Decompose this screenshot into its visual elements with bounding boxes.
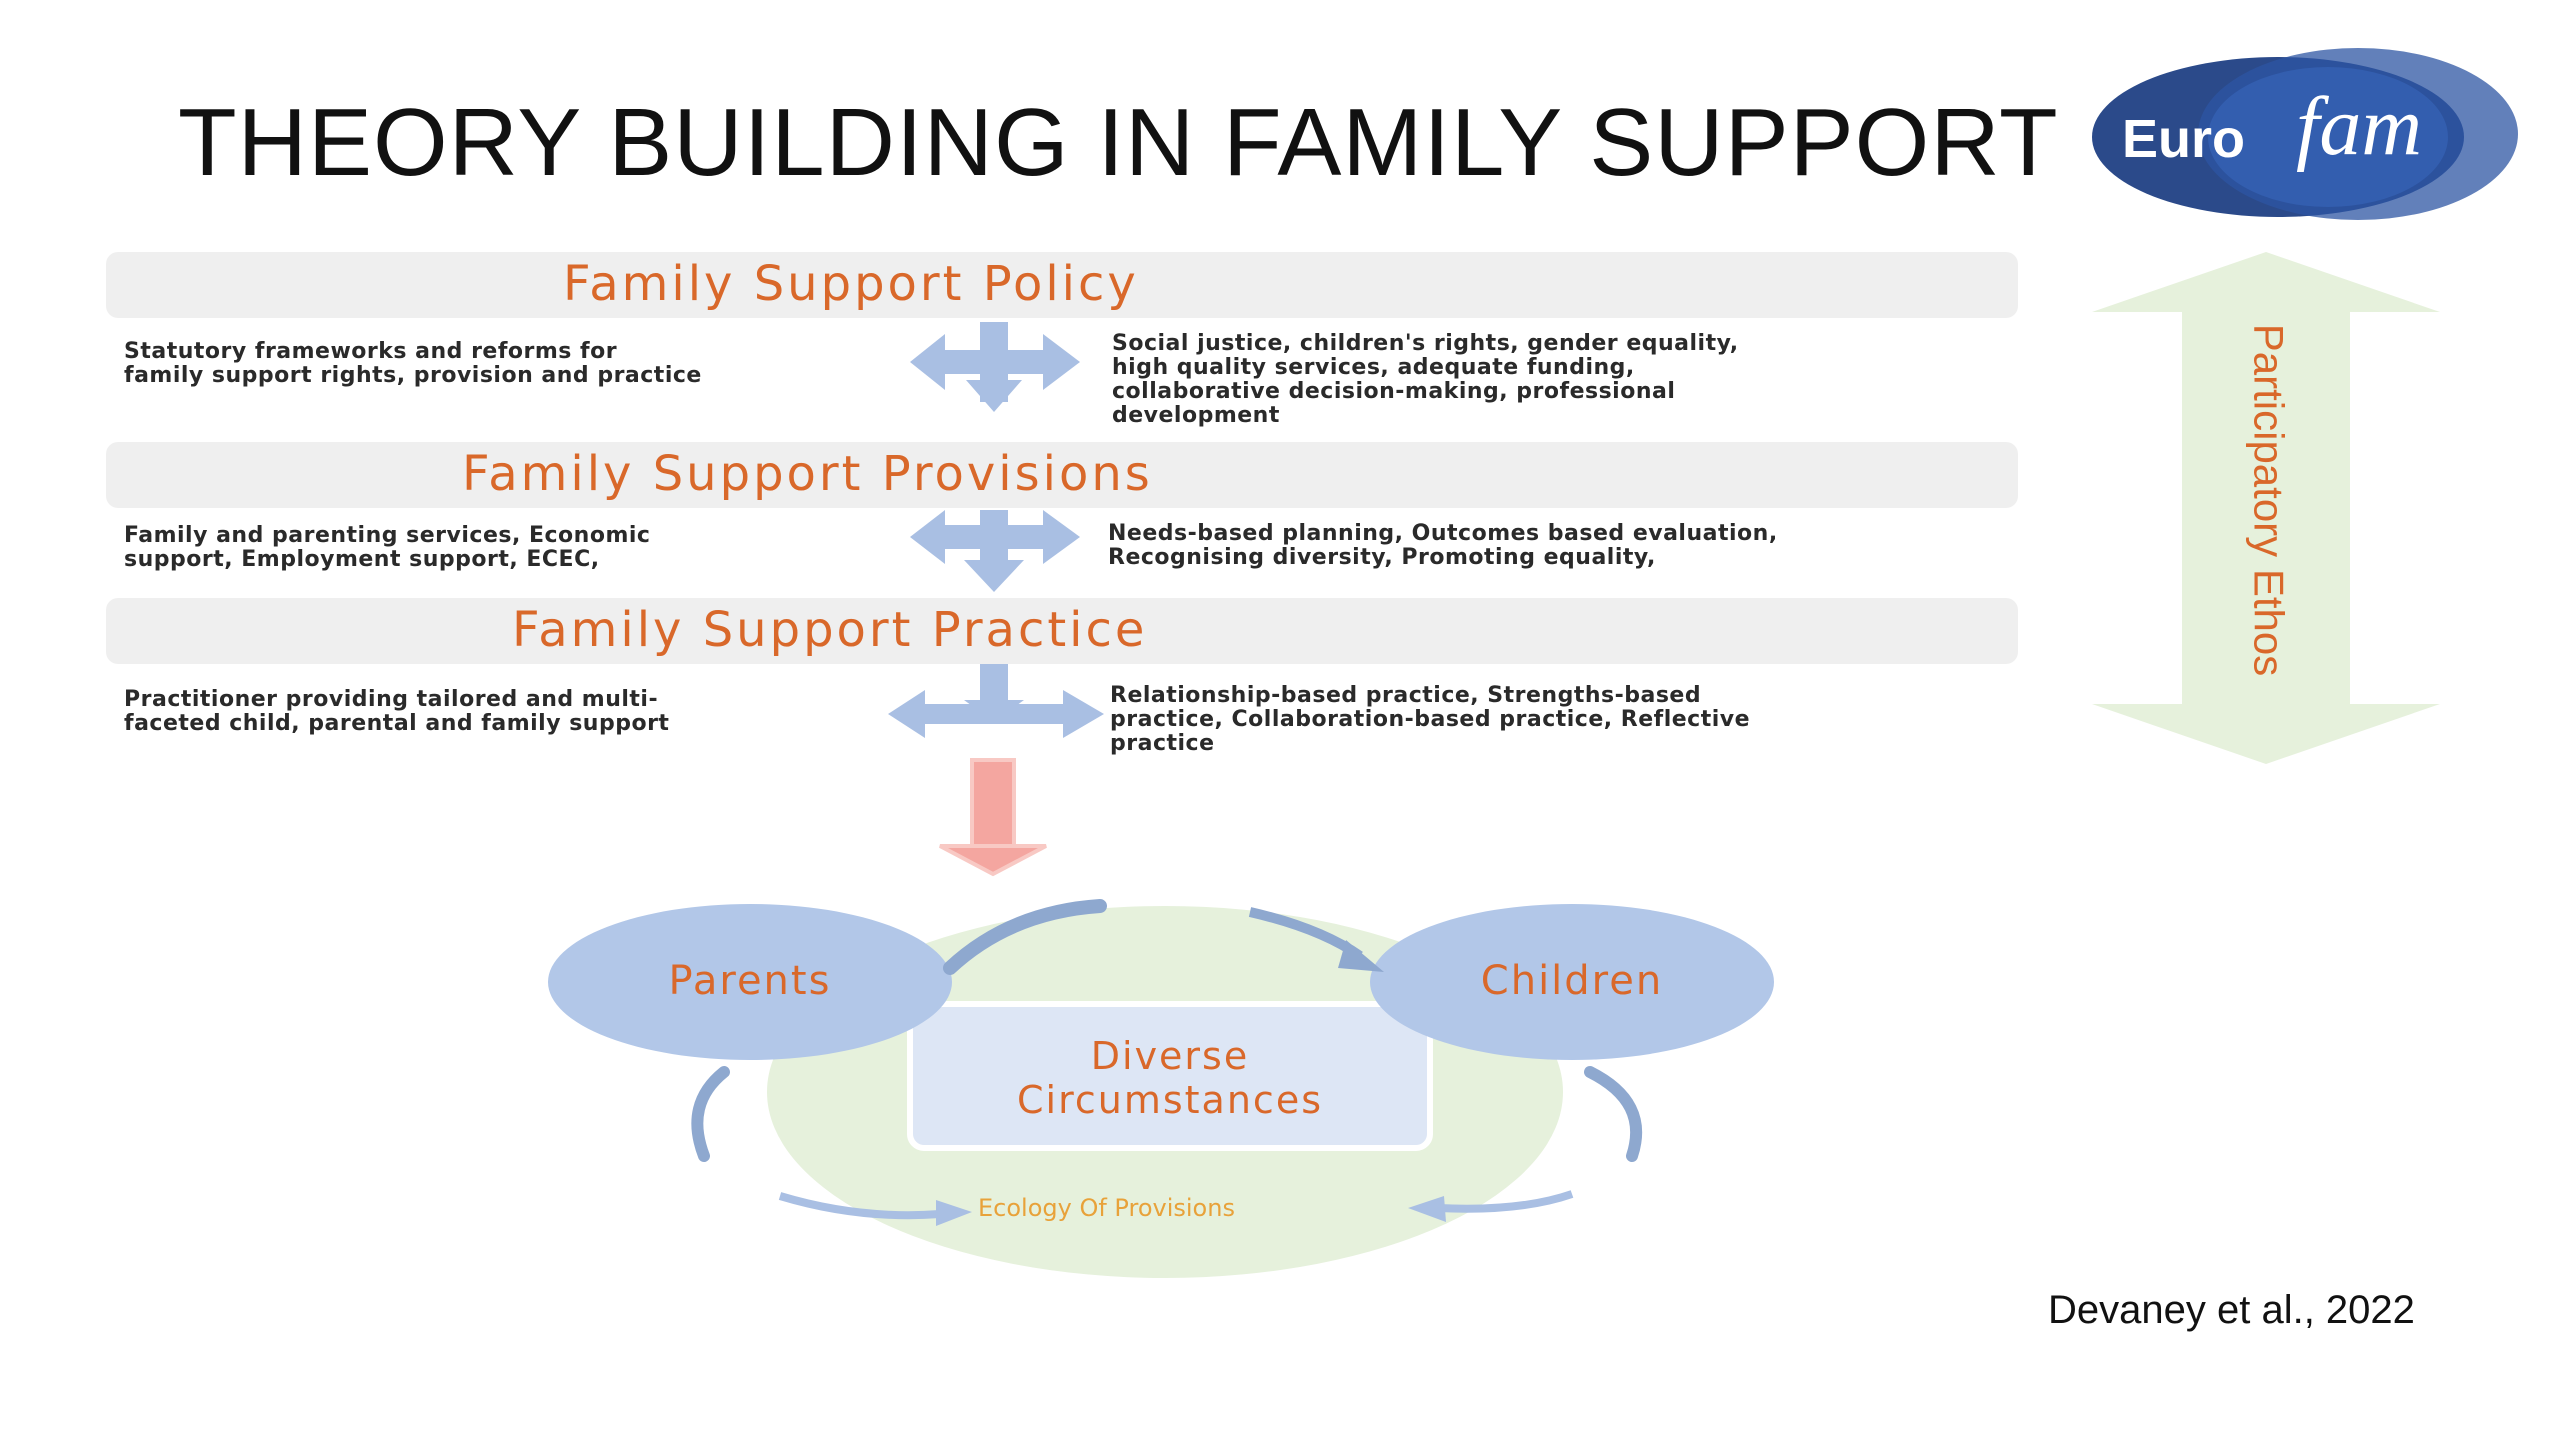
participatory-ethos-label: Participatory Ethos — [2245, 323, 2292, 677]
band-practice — [106, 598, 2018, 664]
center-line: Circumstances — [1016, 1078, 1323, 1122]
band-policy — [106, 252, 2018, 318]
children-label: Children — [1480, 958, 1664, 1004]
note-line: practice — [1110, 731, 1215, 756]
children-circle — [1370, 904, 1774, 1060]
provisions-left-note: Family and parenting services, Economic … — [124, 524, 650, 572]
slide-title: THEORY BUILDING IN FAMILY SUPPORT — [178, 89, 2059, 196]
diverse-circumstances-label: Diverse Circumstances — [910, 1034, 1430, 1122]
level-label-provisions: Family Support Provisions — [462, 446, 1153, 502]
level-label-practice: Family Support Practice — [512, 602, 1148, 658]
note-line: Practitioner providing tailored and mult… — [124, 687, 659, 712]
parents-circle — [548, 904, 952, 1060]
note-line: support, Employment support, ECEC, — [124, 547, 600, 572]
note-line: Relationship-based practice, Strengths-b… — [1110, 683, 1702, 708]
ecology-of-provisions-label: Ecology Of Provisions — [978, 1194, 1235, 1222]
arrowhead — [1338, 940, 1384, 972]
practice-right-note: Relationship-based practice, Strengths-b… — [1110, 684, 1750, 756]
cross-arrow-icon — [910, 510, 1080, 592]
cycle-arrow-bottom-right — [1437, 1190, 1574, 1213]
provisions-right-note: Needs-based planning, Outcomes based eva… — [1108, 522, 1778, 570]
arrowhead — [1408, 1196, 1446, 1222]
logo-text-euro: Euro — [2122, 109, 2246, 169]
note-line: Social justice, children's rights, gende… — [1112, 331, 1739, 356]
level-label-policy: Family Support Policy — [563, 256, 1139, 312]
policy-left-note: Statutory frameworks and reforms for fam… — [124, 340, 702, 388]
down-arrow-icon — [939, 758, 1047, 877]
split-arrow-icon — [888, 664, 1104, 738]
cycle-arrow-bottom-left — [778, 1192, 941, 1220]
note-line: high quality services, adequate funding, — [1112, 355, 1635, 380]
participatory-ethos-label-wrap: Participatory Ethos — [2220, 324, 2316, 677]
note-line: Needs-based planning, Outcomes based eva… — [1108, 521, 1778, 546]
logo-ovals-icon — [2092, 48, 2518, 220]
center-line: Diverse — [1090, 1034, 1250, 1078]
note-line: Family and parenting services, Economic — [124, 523, 651, 548]
eurofam-logo: Euro fam — [2088, 42, 2528, 232]
note-line: Statutory frameworks and reforms for — [124, 339, 618, 364]
diverse-circumstances-box — [907, 1001, 1433, 1151]
note-line: development — [1112, 403, 1280, 428]
cross-arrow-icon — [910, 322, 1080, 412]
note-line: practice, Collaboration-based practice, … — [1110, 707, 1751, 732]
band-provisions — [106, 442, 2018, 508]
note-line: Recognising diversity, Promoting equalit… — [1108, 545, 1656, 570]
parents-label: Parents — [668, 958, 832, 1004]
ethos-double-arrow — [2092, 252, 2440, 764]
note-line: faceted child, parental and family suppo… — [124, 711, 670, 736]
citation: Devaney et al., 2022 — [2048, 1288, 2415, 1332]
cycle-arrow-top-left — [943, 899, 1107, 975]
note-line: collaborative decision-making, professio… — [1112, 379, 1676, 404]
policy-right-note: Social justice, children's rights, gende… — [1112, 332, 1739, 428]
note-line: family support rights, provision and pra… — [124, 363, 702, 388]
arrowhead — [936, 1200, 972, 1226]
cycle-arrow-left — [691, 1066, 730, 1162]
practice-left-note: Practitioner providing tailored and mult… — [124, 688, 669, 736]
logo-text-fam: fam — [2296, 80, 2422, 173]
cycle-arrow-right — [1584, 1066, 1643, 1162]
